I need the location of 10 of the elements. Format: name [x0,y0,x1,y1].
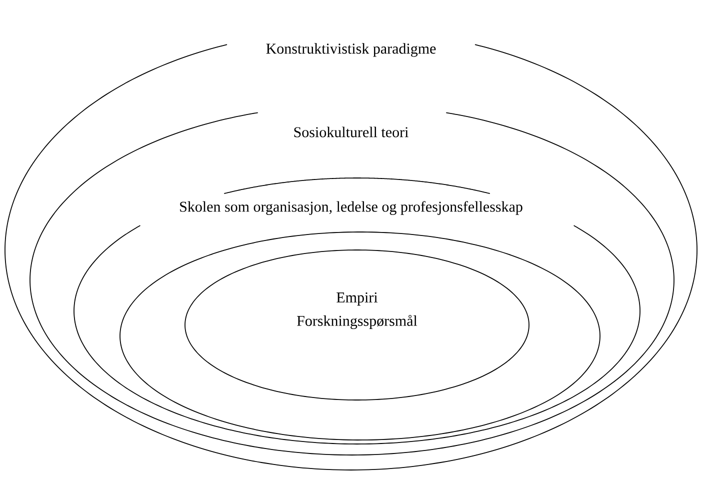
ring-label: Konstruktivistisk paradigme [266,43,436,57]
ellipse-ring [184,250,530,400]
ring-label: Skolen som organisasjon, ledelse og profesjonsfellesskap [180,201,522,215]
ring-label: Forskningsspørsmål [297,314,418,330]
ellipse-ring [30,112,674,456]
ellipse-ring [4,44,698,470]
ring-label: Sosiokulturell teori [294,126,408,138]
ellipse-ring [74,178,640,444]
ellipse-ring [120,232,600,440]
ring-label: Empiri [336,292,378,306]
